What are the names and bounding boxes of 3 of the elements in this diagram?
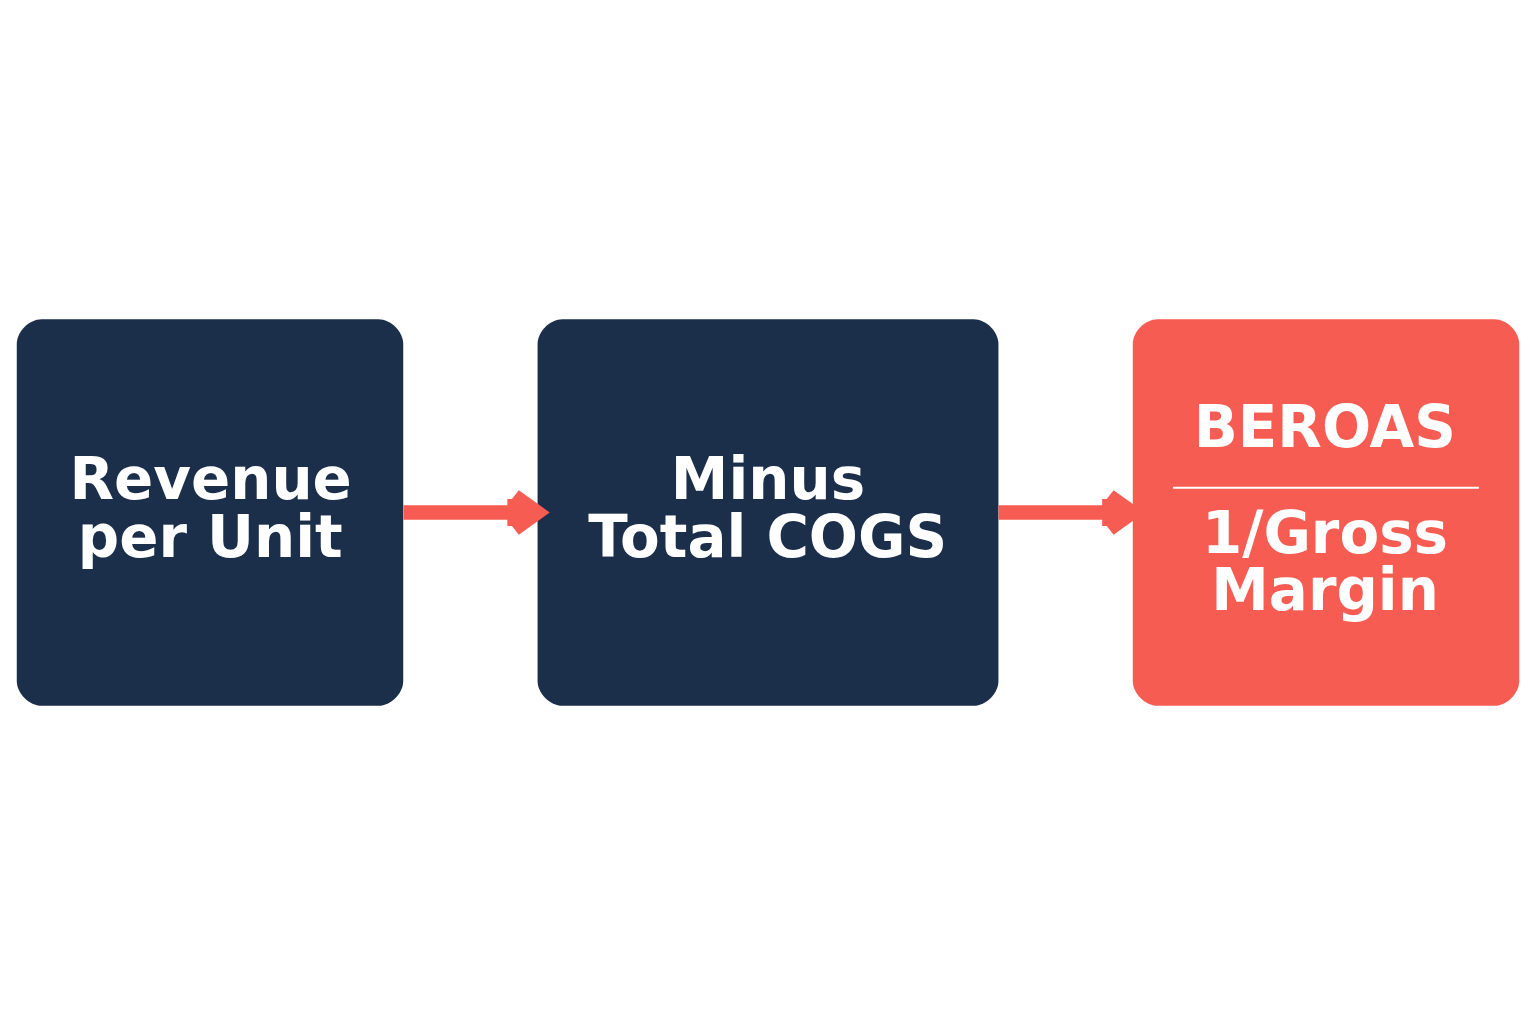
node-box: BEROAS 1/Gross Margin (1132, 318, 1520, 706)
node-box: Minus Total COGS (537, 318, 999, 706)
node-box: Revenue per Unit (16, 318, 404, 706)
